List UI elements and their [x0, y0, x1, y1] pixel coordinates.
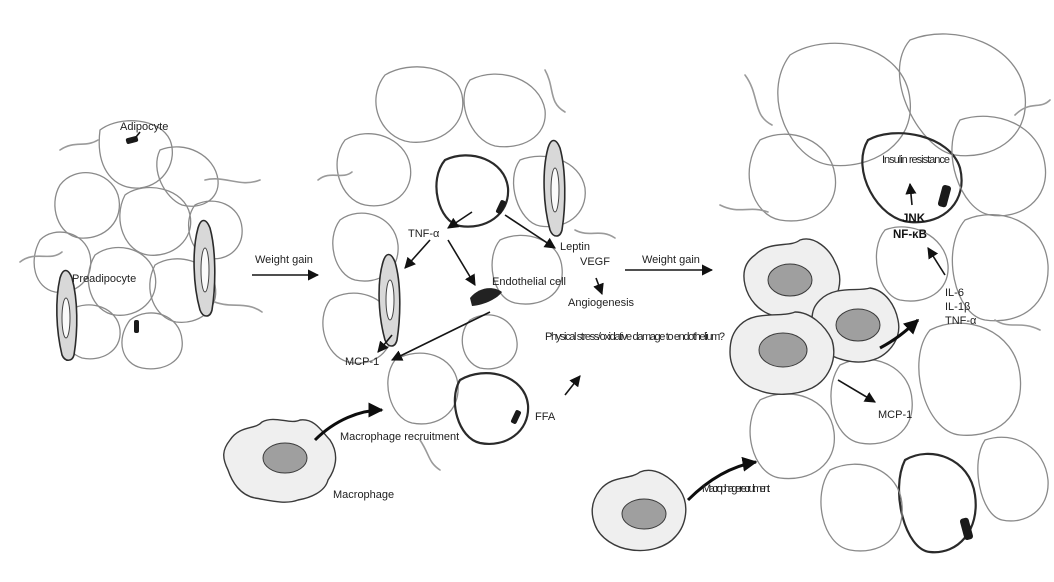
- endothelial-cell: [470, 288, 502, 306]
- adipocyte-nucleus: [134, 320, 139, 333]
- label-il1b: IL-1β: [945, 301, 970, 313]
- label-ffa: FFA: [535, 411, 556, 423]
- adipocyte-nucleus: [937, 184, 951, 208]
- label-mcp-2: MCP-1: [878, 409, 912, 421]
- label-tnf: TNF-α: [408, 228, 440, 240]
- label-preadipocyte: Preadipocyte: [72, 273, 136, 285]
- macrophage-cluster: [730, 239, 899, 394]
- label-il6: IL-6: [945, 287, 964, 299]
- label-weight-gain-2: Weight gain: [642, 254, 700, 266]
- label-angiogenesis: Angiogenesis: [568, 297, 635, 309]
- label-vegf: VEGF: [580, 256, 610, 268]
- label-physical-damage: Physical stress/oxidative damage to endo…: [545, 331, 725, 343]
- macrophage-cell: [592, 470, 686, 550]
- label-jnk: JNK: [902, 213, 926, 225]
- label-endothelial-cell: Endothelial cell: [492, 276, 566, 288]
- label-adipocyte: Adipocyte: [120, 121, 168, 133]
- label-macrophage: Macrophage: [333, 489, 394, 501]
- preadipocyte-cell: [379, 255, 400, 347]
- label-weight-gain-1: Weight gain: [255, 254, 313, 266]
- panel-expanding-tissue: TNF-α Endothelial cell Leptin VEGF Angio…: [224, 67, 725, 502]
- label-insulin-resistance: Insulin resistance: [882, 154, 950, 166]
- label-leptin: Leptin: [560, 241, 590, 253]
- panel-obese-tissue: Insulin resistance JNK NF-κB IL-6 IL-1β …: [592, 34, 1050, 552]
- adipocyte-cells: [20, 121, 262, 369]
- macrophage-cell: [224, 419, 336, 502]
- label-macrophage-recruitment-1: Macrophage recruitment: [340, 431, 459, 443]
- preadipocyte-cell: [544, 141, 565, 237]
- label-nfkb: NF-κB: [893, 229, 927, 241]
- label-mcp-1: MCP-1: [345, 356, 379, 368]
- weight-gain-arrow-2: Weight gain: [625, 254, 712, 270]
- weight-gain-arrow-1: Weight gain: [252, 254, 318, 275]
- adipocyte-nucleus: [510, 409, 521, 424]
- label-tnf-2: TNF-α: [945, 315, 977, 327]
- arrows-panel-2: [315, 212, 602, 440]
- preadipocyte-cell: [194, 221, 215, 317]
- label-macrophage-recruitment-2: Macrophage recruitment: [702, 483, 770, 495]
- panel-lean-tissue: Adipocyte Preadipocyte: [20, 121, 262, 369]
- adipocyte-cells: [318, 67, 615, 470]
